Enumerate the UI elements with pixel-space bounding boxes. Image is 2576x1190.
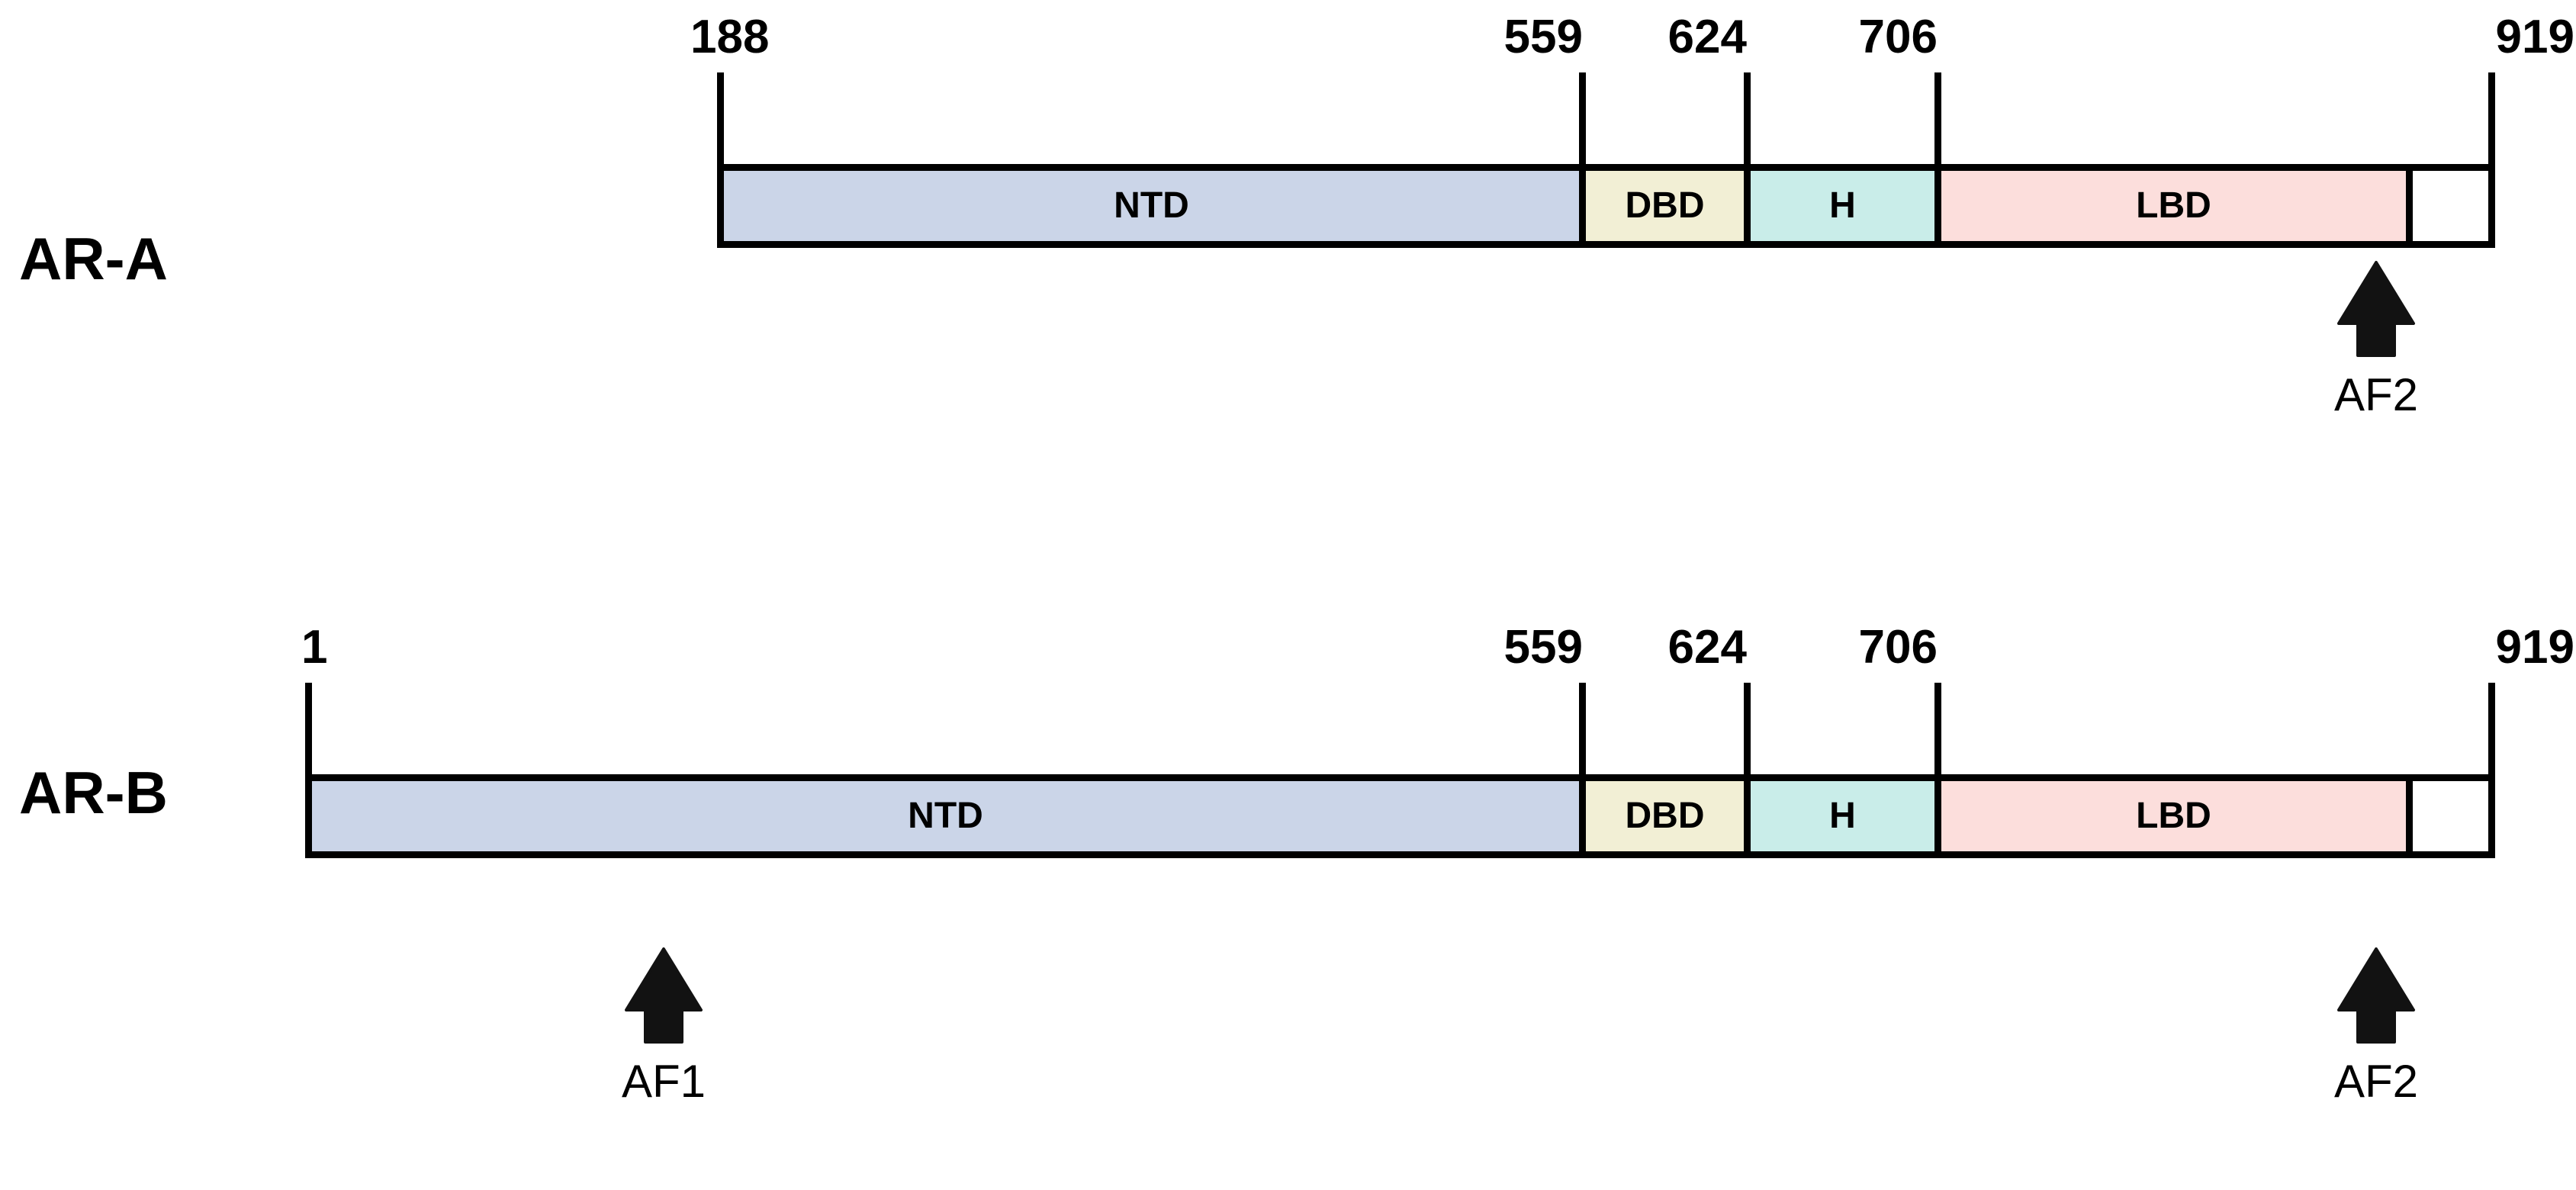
tick-label-706: 706 — [1858, 11, 1938, 63]
tick-label-706-b: 706 — [1858, 621, 1938, 674]
protein-bar-ar-b: NTD DBD H LBD — [305, 774, 2495, 858]
tick-mark-919 — [2488, 72, 2495, 172]
annotation-label-af2: AF2 — [2333, 369, 2419, 420]
domain-segment-ntd-b: NTD — [312, 781, 1586, 851]
isoform-label-ar-b: AR-B — [19, 759, 168, 826]
tick-mark-624 — [1744, 72, 1751, 172]
tick-label-559-b: 559 — [1503, 621, 1583, 674]
tick-mark-559 — [1579, 72, 1586, 172]
annotation-label-af1: AF1 — [621, 1056, 706, 1107]
tick-label-188: 188 — [690, 11, 770, 63]
tick-mark-559-b — [1579, 683, 1586, 782]
annotation-arrow-af2 — [2334, 259, 2418, 359]
domain-segment-hinge: H — [1751, 171, 1941, 241]
domain-label-hinge: H — [1829, 185, 1856, 226]
tick-mark-706-b — [1934, 683, 1941, 782]
protein-bar-ar-a: NTD DBD H LBD — [717, 164, 2495, 248]
tick-mark-624-b — [1744, 683, 1751, 782]
annotation-label-af2-b: AF2 — [2333, 1056, 2419, 1107]
domain-segment-hinge-b: H — [1751, 781, 1941, 851]
domain-segment-dbd: DBD — [1586, 171, 1751, 241]
tick-label-559: 559 — [1503, 11, 1583, 63]
domain-segment-lbd-b: LBD — [1941, 781, 2413, 851]
tick-mark-919-b — [2488, 683, 2495, 782]
tick-label-624-b: 624 — [1667, 621, 1747, 674]
tick-label-919-b: 919 — [2495, 621, 2574, 674]
domain-segment-dbd-b: DBD — [1586, 781, 1751, 851]
domain-label-hinge-b: H — [1829, 796, 1856, 836]
tick-mark-1 — [305, 683, 312, 782]
tick-mark-188 — [717, 72, 724, 172]
annotation-arrow-af2-b — [2334, 946, 2418, 1045]
tick-label-919: 919 — [2495, 11, 2574, 63]
isoform-label-ar-a: AR-A — [19, 225, 168, 292]
tick-label-624: 624 — [1667, 11, 1747, 63]
domain-segment-lbd: LBD — [1941, 171, 2413, 241]
domain-segment-spacer-b — [2413, 781, 2488, 851]
tick-label-1: 1 — [301, 621, 328, 674]
domain-label-lbd-b: LBD — [2136, 796, 2211, 836]
annotation-arrow-af1 — [622, 946, 706, 1045]
domain-label-ntd: NTD — [1114, 185, 1189, 226]
tick-mark-706 — [1934, 72, 1941, 172]
domain-label-lbd: LBD — [2136, 185, 2211, 226]
domain-segment-spacer — [2413, 171, 2488, 241]
domain-label-dbd: DBD — [1625, 185, 1705, 226]
domain-label-dbd-b: DBD — [1625, 796, 1705, 836]
domain-label-ntd-b: NTD — [908, 796, 983, 836]
domain-segment-ntd: NTD — [724, 171, 1586, 241]
